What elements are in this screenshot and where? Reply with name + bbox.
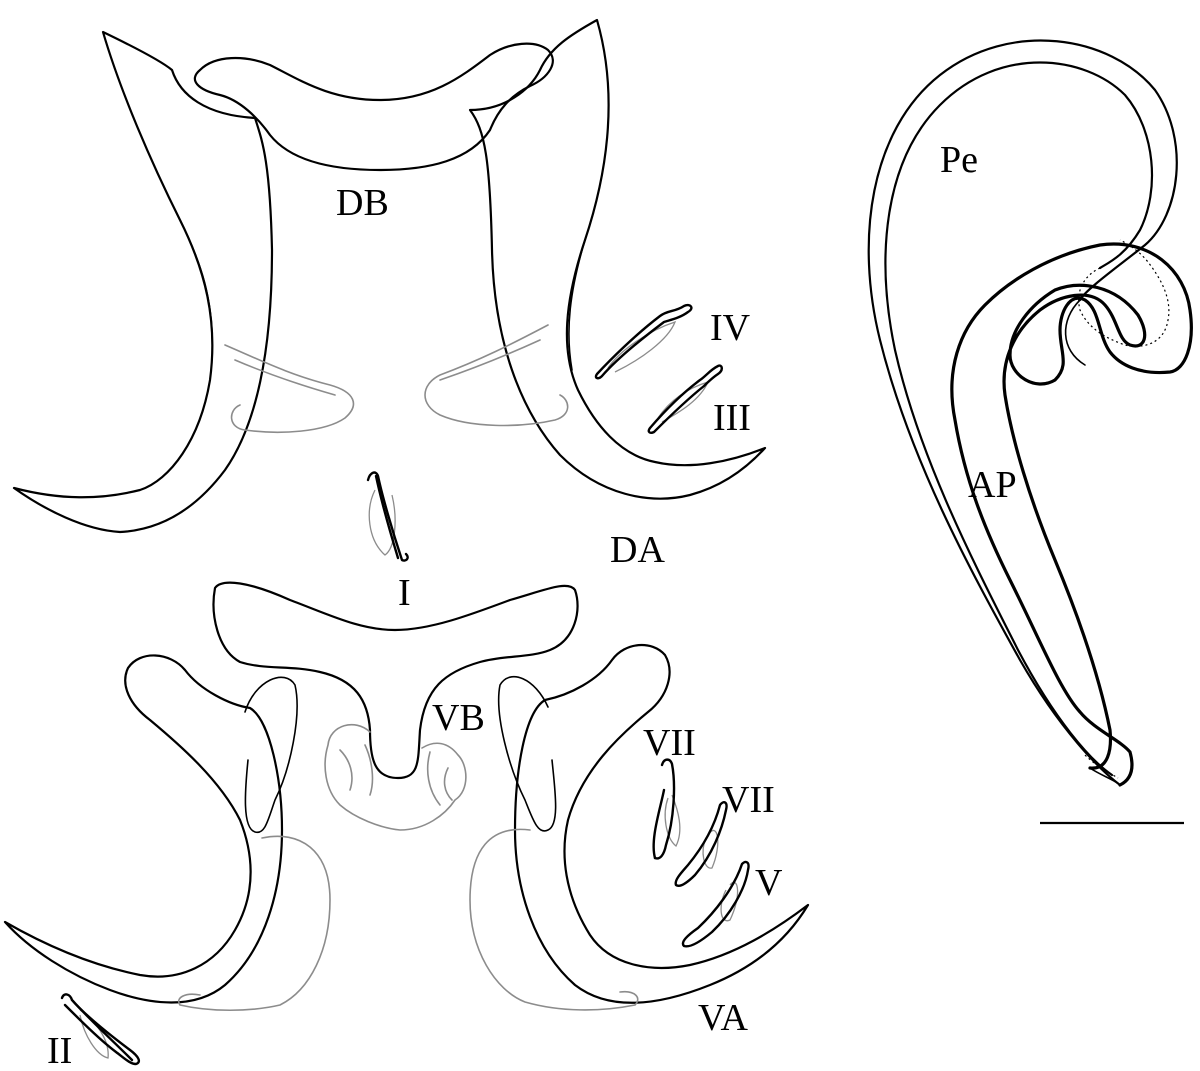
label-hook-II: II bbox=[47, 1030, 72, 1071]
dorsal-faint-structure-right bbox=[424, 324, 569, 427]
label-hook-V: V bbox=[755, 862, 783, 904]
label-hook-VII-lower: VII bbox=[722, 779, 775, 821]
label-accessory-piece: AP bbox=[968, 464, 1017, 506]
label-dorsal-anchor: DA bbox=[610, 529, 665, 571]
penis bbox=[867, 39, 1178, 787]
hook-VII-upper bbox=[652, 758, 681, 860]
dorsal-faint-structure-left bbox=[224, 344, 355, 434]
label-hook-VII-upper: VII bbox=[643, 722, 696, 764]
dorsal-anchor-right bbox=[468, 18, 767, 500]
ventral-anchor-left bbox=[3, 654, 331, 1012]
label-ventral-anchor: VA bbox=[698, 997, 749, 1039]
dorsal-bar bbox=[193, 42, 554, 172]
label-ventral-bar: VB bbox=[432, 697, 485, 739]
hook-VII-lower bbox=[674, 801, 728, 887]
label-penis: Pe bbox=[940, 139, 978, 181]
hook-III bbox=[647, 364, 723, 434]
ventral-anchor-right bbox=[469, 643, 810, 1011]
hook-V bbox=[681, 860, 750, 948]
ventral-bar bbox=[212, 581, 579, 831]
label-hook-IV: IV bbox=[710, 307, 751, 349]
label-hook-I: I bbox=[398, 572, 411, 614]
accessory-piece bbox=[950, 242, 1193, 787]
dorsal-anchor-left bbox=[12, 30, 274, 534]
label-dorsal-bar: DB bbox=[336, 182, 389, 224]
hook-II bbox=[60, 993, 141, 1066]
label-hook-III: III bbox=[713, 397, 751, 439]
hook-IV bbox=[594, 303, 693, 380]
hook-I bbox=[366, 471, 409, 562]
